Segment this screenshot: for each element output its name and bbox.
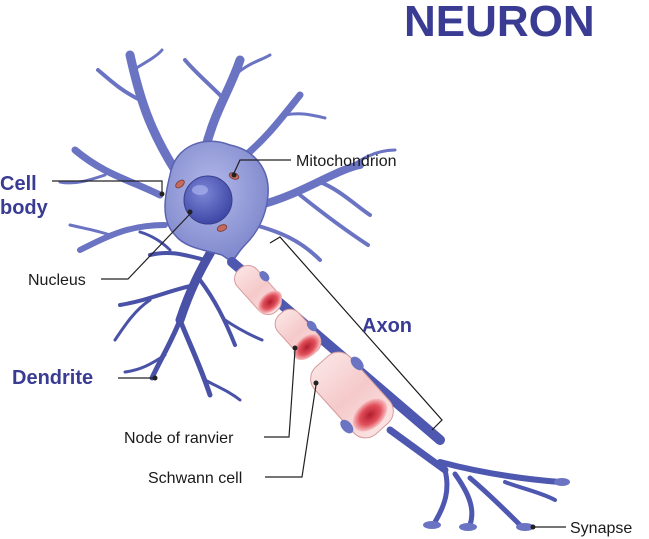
axon-terminals xyxy=(432,459,563,528)
label-axon: Axon xyxy=(362,315,412,337)
nodes-of-ranvier xyxy=(257,290,388,432)
label-cell-body-line2: body xyxy=(0,197,49,219)
label-dendrite: Dendrite xyxy=(12,367,93,389)
label-mitochondrion: Mitochondrion xyxy=(296,153,397,170)
label-nucleus: Nucleus xyxy=(28,272,86,289)
diagram-title: NEURON xyxy=(404,0,595,46)
label-cell-body-line1: Cell xyxy=(0,173,37,195)
label-schwann-cell: Schwann cell xyxy=(148,470,242,487)
label-synapse: Synapse xyxy=(570,520,632,537)
cell-body-dendrites xyxy=(58,48,397,262)
label-node-of-ranvier: Node of ranvier xyxy=(124,430,234,447)
synapse-knobs xyxy=(423,478,570,531)
nucleus xyxy=(183,175,233,225)
dendrite-tree xyxy=(113,230,264,402)
leader-lines xyxy=(52,159,566,530)
axon-bracket xyxy=(269,236,443,431)
